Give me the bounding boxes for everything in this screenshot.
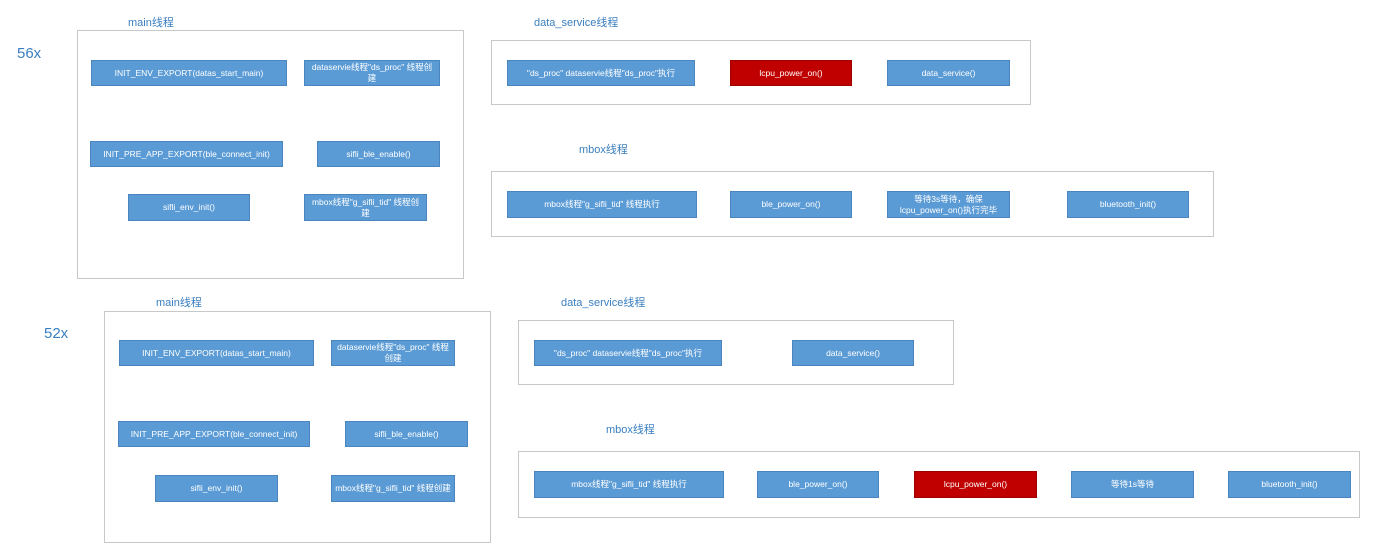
top-main-mbox-create-box: mbox线程"g_sifli_tid" 线程创建: [304, 194, 427, 221]
top-ds-data-service-box: data_service(): [887, 60, 1010, 86]
bottom-main-ble-enable-box: sifli_ble_enable(): [345, 421, 468, 447]
top-ds-title: data_service线程: [534, 17, 619, 29]
chip-label-56x: 56x: [17, 45, 42, 62]
top-main-init-pre-app-box: INIT_PRE_APP_EXPORT(ble_connect_init): [90, 141, 283, 167]
bottom-main-mbox-create-box: mbox线程"g_sifli_tid" 线程创建: [331, 475, 455, 502]
top-main-init-env-box: INIT_ENV_EXPORT(datas_start_main): [91, 60, 287, 86]
bottom-mbox-wait-box: 等待1s等待: [1071, 471, 1194, 498]
bottom-mbox-lcpu-power-on-box: lcpu_power_on(): [914, 471, 1037, 498]
top-main-env-init-box: sifli_env_init(): [128, 194, 250, 221]
bottom-main-init-env-box: INIT_ENV_EXPORT(datas_start_main): [119, 340, 314, 366]
bottom-ds-title: data_service线程: [561, 297, 646, 309]
bottom-mbox-title: mbox线程: [606, 424, 655, 436]
bottom-mbox-bt-init-box: bluetooth_init(): [1228, 471, 1351, 498]
bottom-mbox-exec-box: mbox线程"g_sifli_tid" 线程执行: [534, 471, 724, 498]
top-ds-exec-box: "ds_proc" dataservie线程"ds_proc"执行: [507, 60, 695, 86]
bottom-main-init-pre-app-box: INIT_PRE_APP_EXPORT(ble_connect_init): [118, 421, 310, 447]
top-mbox-ble-power-on-box: ble_power_on(): [730, 191, 852, 218]
top-mbox-wait-box: 等待3s等待，确保lcpu_power_on()执行完毕: [887, 191, 1010, 218]
top-main-ble-enable-box: sifli_ble_enable(): [317, 141, 440, 167]
top-ds-lcpu-power-on-box: lcpu_power_on(): [730, 60, 852, 86]
top-mbox-bt-init-box: bluetooth_init(): [1067, 191, 1189, 218]
bottom-ds-exec-box: "ds_proc" dataservie线程"ds_proc"执行: [534, 340, 722, 366]
bottom-mbox-ble-power-on-box: ble_power_on(): [757, 471, 879, 498]
bottom-main-env-init-box: sifli_env_init(): [155, 475, 278, 502]
chip-label-52x: 52x: [44, 325, 69, 342]
bottom-ds-data-service-box: data_service(): [792, 340, 914, 366]
bottom-main-ds-create-box: dataservie线程"ds_proc" 线程创建: [331, 340, 455, 366]
top-main-ds-create-box: dataservie线程"ds_proc" 线程创建: [304, 60, 440, 86]
top-mbox-title: mbox线程: [579, 144, 628, 156]
top-mbox-exec-box: mbox线程"g_sifli_tid" 线程执行: [507, 191, 697, 218]
bottom-main-title: main线程: [156, 297, 202, 309]
top-main-title: main线程: [128, 17, 174, 29]
